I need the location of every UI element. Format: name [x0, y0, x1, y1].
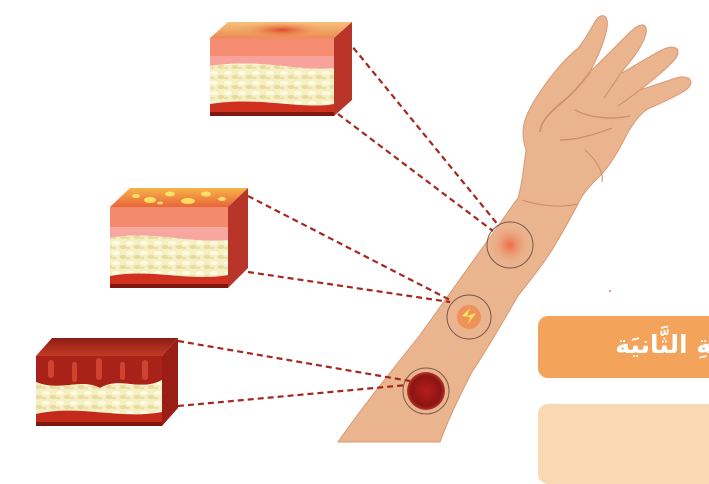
burn-degree-tab: ـةِ الثَّانيَة	[538, 316, 709, 378]
decorative-dot	[609, 290, 611, 292]
burn-diagram	[0, 0, 709, 466]
skin-sample-second-degree	[110, 188, 248, 288]
skin-sample-first-degree	[210, 21, 352, 116]
connector-line-second-lower	[248, 272, 450, 302]
empty-label-tab	[538, 404, 709, 484]
connector-line-first-lower	[338, 114, 493, 231]
burn-spot-third-degree	[403, 368, 449, 414]
skin-sample-third-degree	[36, 338, 178, 426]
burn-spot-first-degree	[487, 222, 533, 268]
burn-degree-tab-label: ـةِ الثَّانيَة	[615, 330, 709, 359]
connector-line-second-upper	[248, 196, 452, 301]
connector-line-third-upper	[178, 341, 410, 381]
connector-line-first-upper	[347, 40, 499, 226]
